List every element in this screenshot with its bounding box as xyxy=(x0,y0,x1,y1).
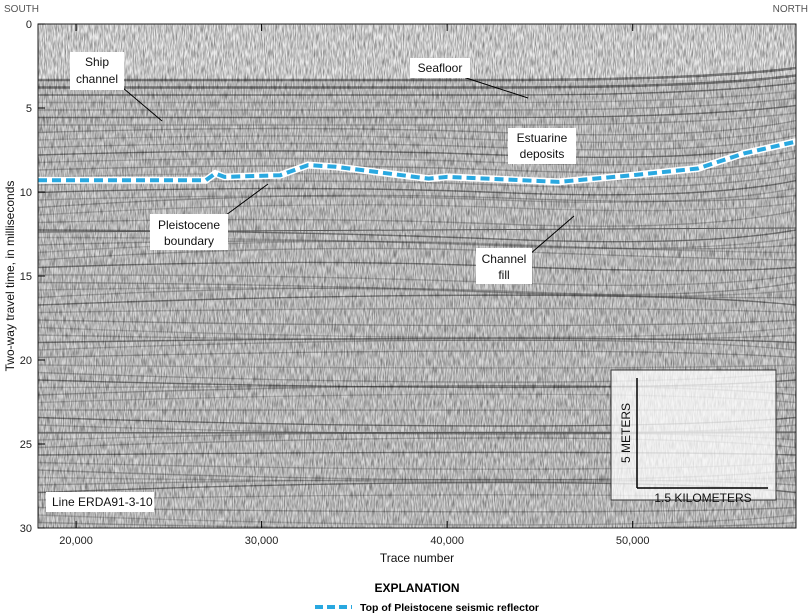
ship-channel-annotation: Ship channel xyxy=(70,52,163,122)
x-axis-label: Trace number xyxy=(380,551,454,565)
svg-text:channel: channel xyxy=(76,72,118,86)
y-tick-label: 5 xyxy=(26,103,32,115)
y-tick-label: 10 xyxy=(20,187,32,199)
y-tick-label: 20 xyxy=(20,355,32,367)
y-axis-label: Two-way travel time, in milliseconds xyxy=(3,181,17,372)
x-tick-label: 50,000 xyxy=(616,535,650,547)
y-tick-label: 0 xyxy=(26,19,32,31)
horizontal-scale-label: 1.5 KILOMETERS xyxy=(654,491,751,505)
x-tick-label: 30,000 xyxy=(245,535,279,547)
north-label: NORTH xyxy=(773,4,808,15)
svg-text:Estuarine: Estuarine xyxy=(517,131,568,145)
y-tick-label: 30 xyxy=(20,523,32,535)
legend-item-label: Top of Pleistocene seismic reflector xyxy=(360,602,539,614)
line-id-label: Line ERDA91-3-10 xyxy=(46,492,154,512)
pleistocene-boundary-annotation: Pleistocene boundary xyxy=(150,183,269,250)
svg-text:Channel: Channel xyxy=(482,252,527,266)
svg-text:Ship: Ship xyxy=(85,55,109,69)
x-tick-label: 20,000 xyxy=(59,535,93,547)
x-tick-label: 40,000 xyxy=(430,535,464,547)
legend-title: EXPLANATION xyxy=(374,581,459,595)
seismic-image xyxy=(38,24,796,528)
svg-text:deposits: deposits xyxy=(520,147,565,161)
vertical-scale-label: 5 METERS xyxy=(619,403,633,463)
south-label: SOUTH xyxy=(4,4,39,15)
y-tick-label: 25 xyxy=(20,439,32,451)
estuarine-deposits-annotation: Estuarine deposits xyxy=(508,128,576,164)
channel-fill-annotation: Channel fill xyxy=(476,215,575,284)
svg-text:fill: fill xyxy=(498,268,509,282)
svg-text:Seafloor: Seafloor xyxy=(418,61,463,75)
svg-text:boundary: boundary xyxy=(164,234,214,248)
svg-text:Line ERDA91-3-10: Line ERDA91-3-10 xyxy=(52,495,153,509)
y-tick-label: 15 xyxy=(20,271,32,283)
scale-bar: 5 METERS 1.5 KILOMETERS xyxy=(610,369,777,505)
explanation-legend: EXPLANATION Top of Pleistocene seismic r… xyxy=(315,581,539,614)
svg-text:Pleistocene: Pleistocene xyxy=(158,218,220,232)
seafloor-annotation: Seafloor xyxy=(410,58,529,99)
